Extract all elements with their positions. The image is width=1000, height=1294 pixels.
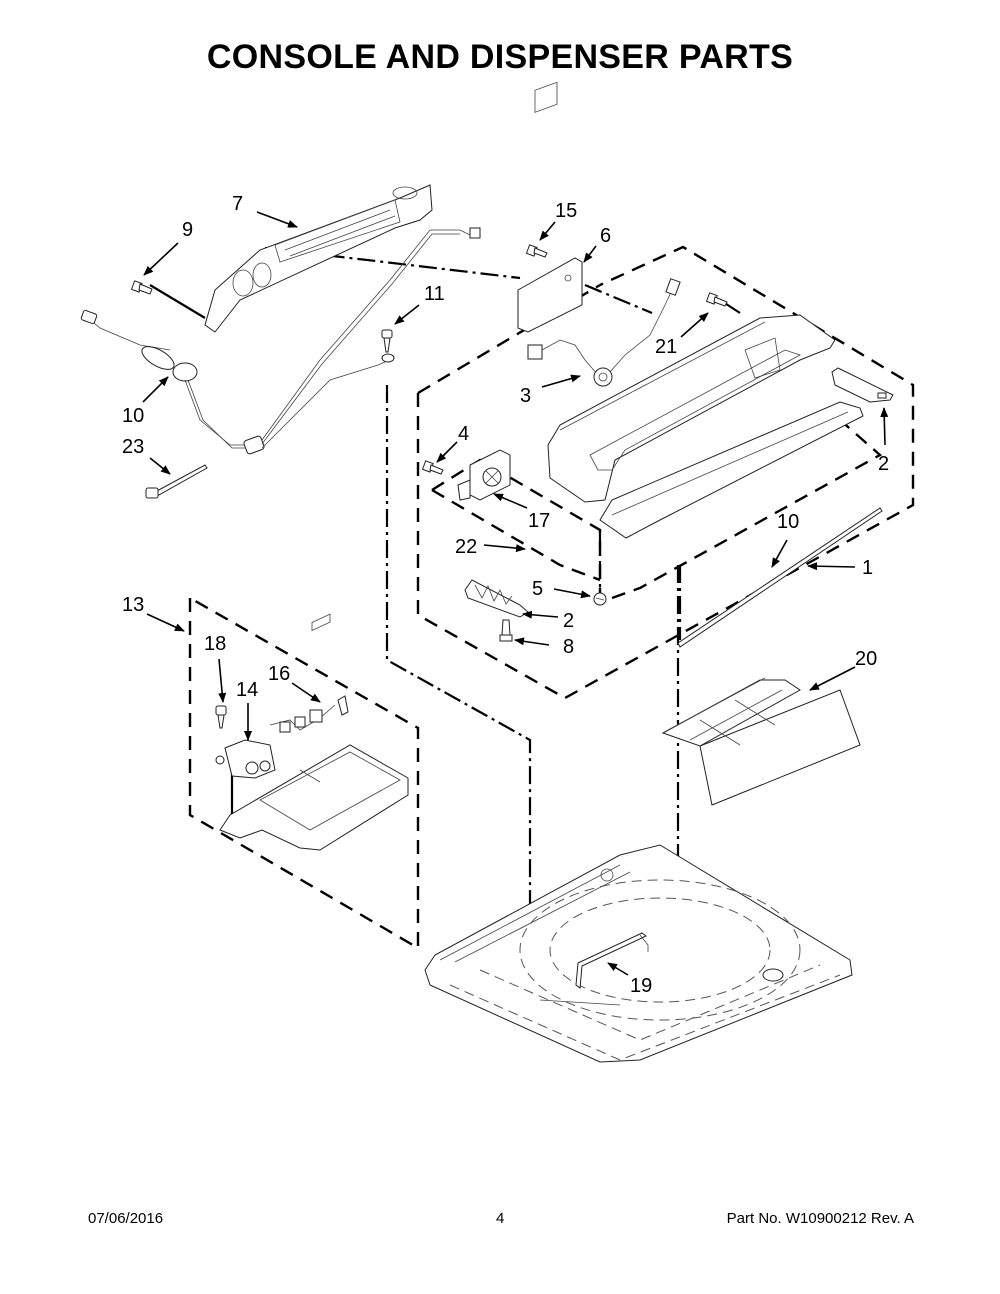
screw-part-4 <box>421 460 444 475</box>
leader-9-to-7 <box>149 284 206 319</box>
clip-part-2-lower <box>464 579 529 618</box>
console-group-top-edge <box>417 283 601 395</box>
callout-18: 18 <box>204 633 226 655</box>
harness-part-16 <box>269 695 349 733</box>
arrow-7 <box>256 211 298 228</box>
centerline-6-to-3 <box>584 283 653 315</box>
control-board-part-6 <box>517 81 583 333</box>
module-part-17 <box>457 449 511 501</box>
strip-part-10 <box>677 507 883 648</box>
screw-part-9 <box>130 280 153 295</box>
footer-date: 07/06/2016 <box>88 1210 164 1227</box>
screw-part-21 <box>705 292 728 307</box>
arrow-18 <box>218 658 227 703</box>
callout-7: 7 <box>232 193 243 215</box>
arrow-8 <box>514 637 550 646</box>
water-valve-part-14 <box>215 739 276 779</box>
callout-13: 13 <box>122 594 144 616</box>
callout-labels: 7 9 10 23 11 15 6 21 3 2 4 17 22 10 1 5 … <box>122 193 889 997</box>
callout-12: 11 <box>424 283 445 305</box>
callout-22: 22 <box>455 536 477 558</box>
callout-21: 21 <box>655 336 677 358</box>
tie-strap-part-23 <box>145 464 208 499</box>
callout-6: 6 <box>600 225 611 247</box>
arrow-11 <box>142 376 169 403</box>
footer-page-number: 4 <box>496 1210 505 1227</box>
arrow-9 <box>143 242 179 276</box>
clip-part-5 <box>593 592 607 606</box>
window-lens <box>599 401 864 539</box>
arrow-5 <box>553 588 591 599</box>
arrow-23 <box>149 457 171 475</box>
arrow-2-right <box>880 407 889 446</box>
arrow-6 <box>583 245 597 263</box>
arrow-2-lower <box>522 610 559 619</box>
callout-1: 1 <box>862 557 873 579</box>
valve-group-13-outline <box>188 595 420 951</box>
arrow-13 <box>146 613 185 632</box>
callout-4: 4 <box>458 423 469 445</box>
arrow-17 <box>493 493 528 509</box>
arrow-22 <box>483 544 526 553</box>
centerline-12-to-base <box>385 385 532 955</box>
arrow-19 <box>607 962 629 976</box>
page-title: CONSOLE AND DISPENSER PARTS <box>206 38 794 76</box>
arrow-12 <box>394 304 420 325</box>
wire-harness-part-11 <box>80 227 481 455</box>
arrow-21 <box>680 312 709 338</box>
callout-2-lower: 2 <box>563 610 574 632</box>
washer-top-base <box>424 844 853 1063</box>
callout-3: 3 <box>520 385 531 407</box>
bracket-group-22-lower-edge <box>431 488 601 582</box>
callout-14: 14 <box>236 679 258 701</box>
ground-screw-part-12 <box>381 329 395 363</box>
callout-20: 20 <box>855 648 877 670</box>
arrow-3 <box>541 374 581 388</box>
callout-16: 16 <box>268 663 290 685</box>
arrow-4 <box>436 441 458 463</box>
dispenser-drawer-part-20 <box>661 677 861 806</box>
clip-part-2-right <box>831 367 894 403</box>
window-frame-group <box>611 419 883 600</box>
callout-17: 17 <box>528 510 550 532</box>
callout-10: 10 <box>777 511 799 533</box>
callout-5: 5 <box>532 578 543 600</box>
arrow-15 <box>539 221 556 241</box>
callout-8: 8 <box>563 636 574 658</box>
callout-9: 9 <box>182 219 193 241</box>
callout-11: 10 <box>122 405 144 427</box>
console-panel-part-7 <box>204 184 433 333</box>
screw-part-18 <box>215 705 227 729</box>
console-assembly-group-outline <box>416 245 915 700</box>
console-housing <box>547 314 836 503</box>
valve-bracket-tray <box>219 613 409 851</box>
callout-arrows <box>142 211 889 976</box>
arrow-20 <box>809 666 856 691</box>
screw-part-15 <box>525 244 548 258</box>
arrow-1 <box>807 562 856 571</box>
callout-19: 19 <box>630 975 652 997</box>
callout-15: 15 <box>555 200 577 222</box>
screw-part-8 <box>499 619 513 642</box>
harness-part-3 <box>527 278 681 387</box>
footer-part-number: Part No. W10900212 Rev. A <box>726 1210 914 1227</box>
callout-2-right: 2 <box>878 453 889 475</box>
callout-23: 23 <box>122 436 144 458</box>
arrow-16 <box>291 682 321 703</box>
bracket-part-19 <box>575 932 649 989</box>
arrow-10 <box>771 539 788 568</box>
